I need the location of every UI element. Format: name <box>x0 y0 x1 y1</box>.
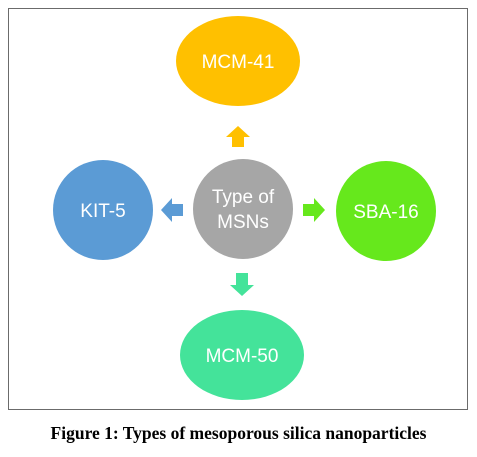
node-mcm-41-label: MCM-41 <box>202 52 275 73</box>
node-mcm-50 <box>180 310 304 400</box>
arrow-left-to-kit-5 <box>161 198 183 222</box>
arrow-right-to-sba-16 <box>303 198 325 222</box>
center-label-line2: MSNs <box>217 212 269 233</box>
node-kit-5-label: KIT-5 <box>80 201 125 222</box>
node-kit-5 <box>53 160 153 260</box>
center-label-line1: Type of <box>212 187 275 208</box>
node-sba-16-label: SBA-16 <box>353 202 418 223</box>
node-mcm-50-label: MCM-50 <box>206 346 279 367</box>
node-sba-16 <box>336 161 436 261</box>
figure-caption: Figure 1: Types of mesoporous silica nan… <box>50 423 427 443</box>
node-mcm-41 <box>176 16 300 106</box>
arrow-down-to-mcm-50 <box>230 273 254 296</box>
node-center-type-of-msns <box>193 159 293 259</box>
arrow-up-to-mcm-41 <box>226 126 250 147</box>
